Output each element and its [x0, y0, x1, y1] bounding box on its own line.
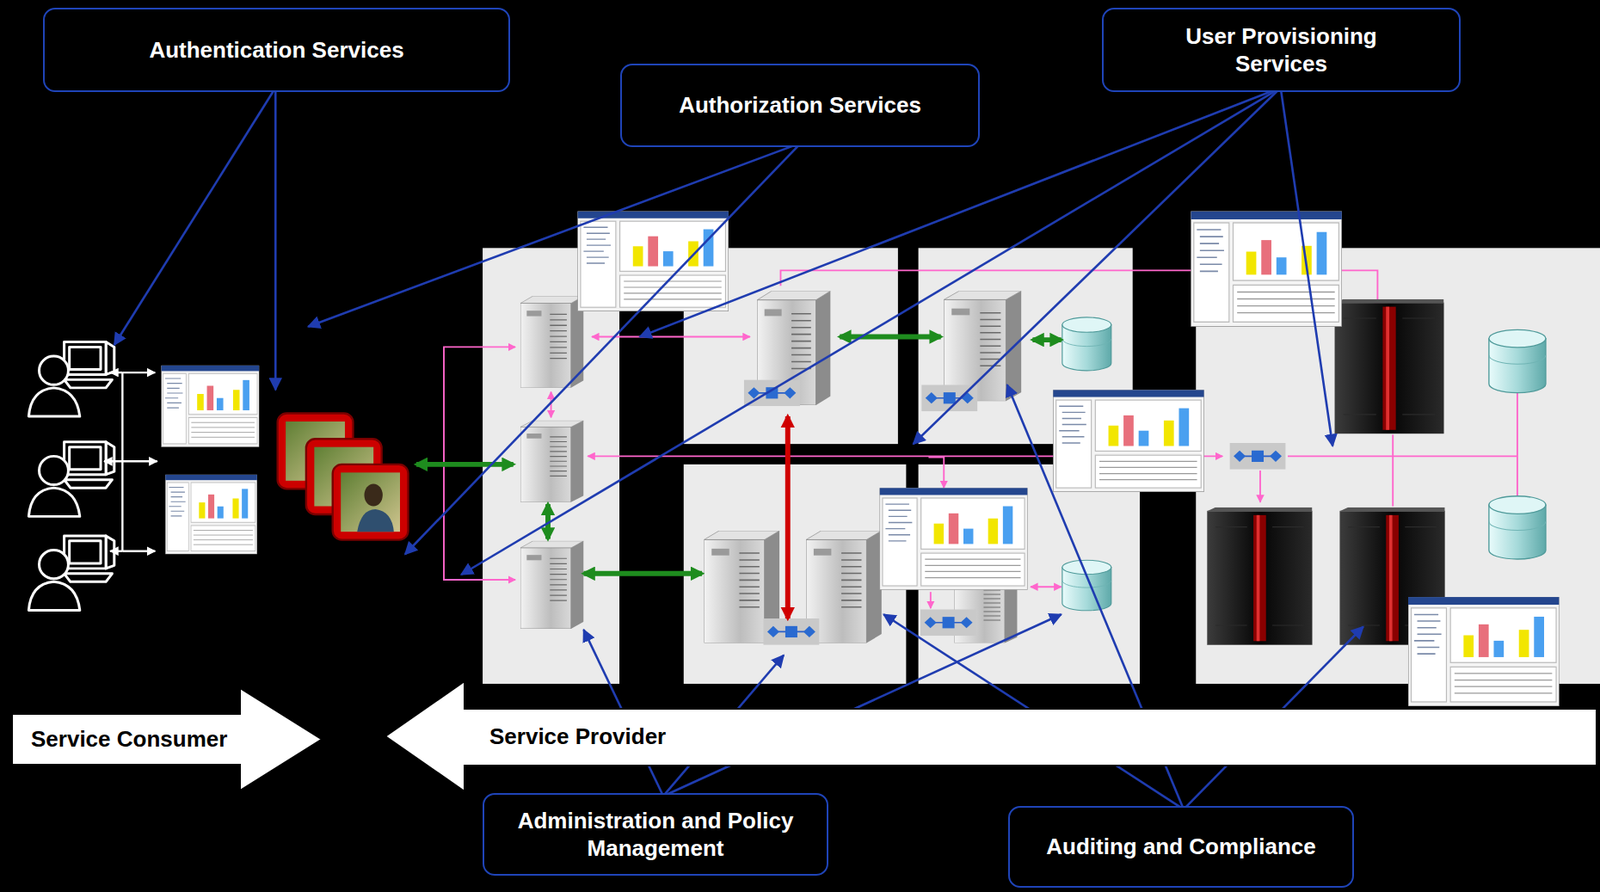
mainframe: [1206, 507, 1312, 646]
users: [28, 341, 114, 610]
workflow-icon: [1229, 443, 1286, 470]
console-screenshot: [165, 474, 258, 555]
database-cylinder: [1062, 560, 1112, 611]
workflow-icon: [763, 618, 819, 646]
node-label: Authorization Services: [678, 91, 922, 120]
node-label: Authentication Services: [148, 36, 404, 65]
console-screenshot: [160, 365, 259, 448]
user-access-arrows: [104, 372, 158, 552]
connection-arrows: [416, 337, 1062, 619]
node-label: Auditing and Compliance: [1046, 832, 1316, 862]
flow-arrow-band: Service Provider: [385, 681, 1597, 792]
user-icon: [28, 442, 114, 517]
node-label: User Provisioning Services: [1174, 22, 1390, 79]
service-callout: Auditing and Compliance: [1008, 806, 1354, 888]
database-cylinder: [1062, 317, 1112, 371]
console-screenshot: [1052, 389, 1205, 493]
console-screenshot: [1190, 211, 1342, 327]
flow-arrow-band: Service Consumer: [12, 688, 322, 791]
servers: [520, 290, 1022, 643]
workflow-icon: [920, 609, 977, 636]
user-icon: [28, 341, 114, 417]
server-tower: [520, 420, 585, 503]
service-leader-lines: [114, 87, 1364, 810]
screenshots: [160, 211, 1559, 707]
node-label: Service Provider: [486, 722, 670, 751]
arrow-shape: [12, 688, 322, 791]
server-tower: [943, 290, 1022, 401]
console-screenshot: [1408, 596, 1560, 707]
database-cylinder: [1489, 329, 1546, 393]
service-callout: User Provisioning Services: [1101, 7, 1461, 93]
database-cylinder: [1489, 496, 1546, 560]
arrow-shape: [385, 681, 1597, 792]
service-callout: Authorization Services: [620, 63, 980, 148]
console-screenshot: [880, 487, 1028, 591]
node-label: Service Consumer: [27, 725, 231, 754]
mainframes: [1206, 299, 1445, 646]
service-callout: Authentication Services: [43, 7, 511, 93]
workflow-icons: [744, 379, 1287, 645]
video-frames: [277, 413, 409, 541]
server-tower: [520, 541, 585, 629]
user-icon: [28, 535, 114, 611]
service-callout: Administration and Policy Management: [482, 793, 829, 876]
mainframe: [1335, 299, 1445, 435]
server-tower: [520, 295, 585, 388]
node-label: Administration and Policy Management: [509, 806, 802, 863]
